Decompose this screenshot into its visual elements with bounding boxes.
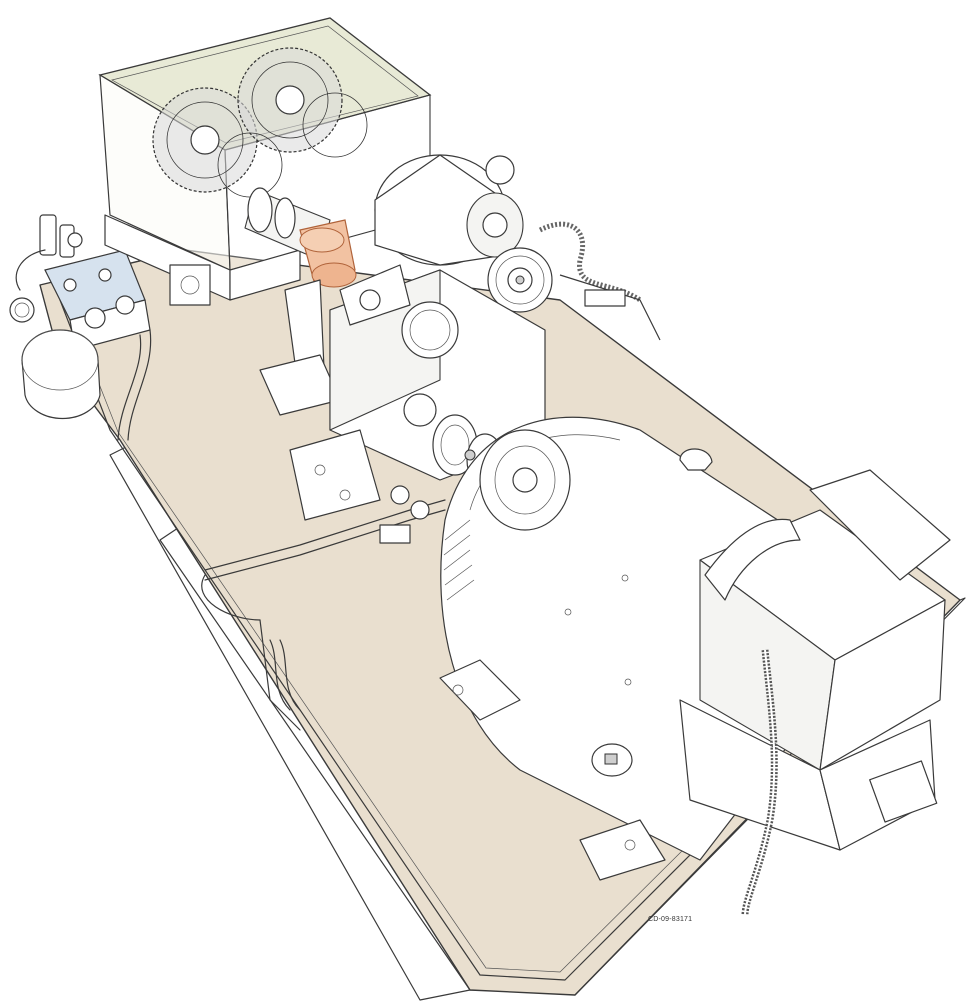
hydraulic-manifold: [15, 214, 152, 441]
pedestal-support: [259, 279, 341, 416]
oil-piping: [201, 485, 446, 731]
gear-pair: [152, 47, 368, 198]
figure-catalog-number: CD-09-83171: [648, 916, 693, 923]
accumulator-tank: [9, 297, 101, 420]
flexible-cable: [741, 649, 778, 916]
speed-increaser-gearbox: [289, 264, 546, 521]
gearbox-enclosure: [98, 17, 432, 306]
speed-pickup-disc: [487, 247, 553, 313]
torque-meter-coupling: [299, 219, 357, 288]
drum-housing: [374, 154, 524, 266]
drive-motor: [439, 416, 951, 881]
motor-cooling-fins: [443, 519, 475, 601]
cable-conduit: [538, 221, 661, 341]
